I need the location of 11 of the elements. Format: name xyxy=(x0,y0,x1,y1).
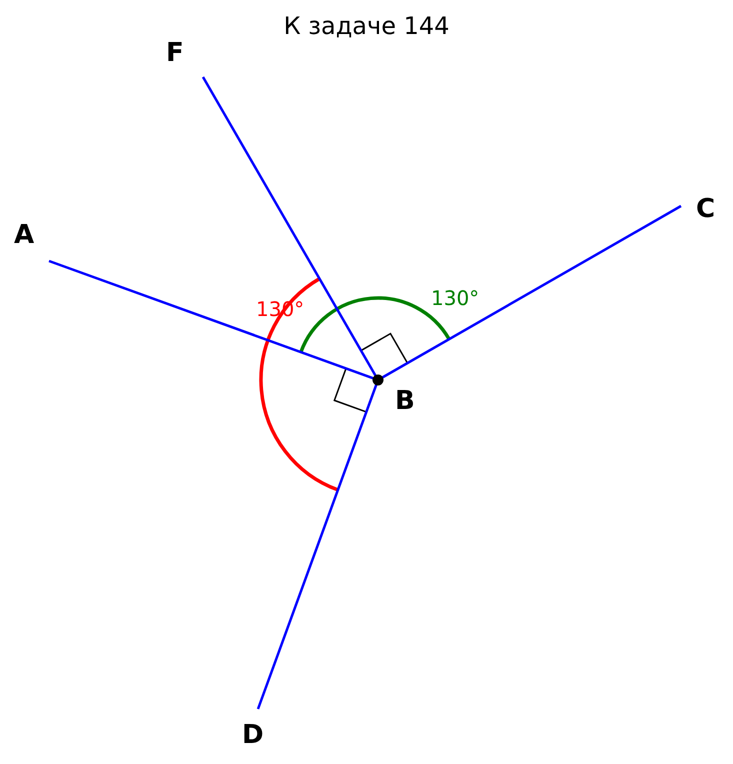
point-label: B xyxy=(395,386,415,416)
title: К задаче 144 xyxy=(282,14,450,38)
point-label: D xyxy=(242,720,264,750)
point-label: F xyxy=(166,38,184,68)
point-label: A xyxy=(14,220,34,250)
angle-label: 130° xyxy=(431,288,480,308)
line-segment xyxy=(48,260,374,380)
line-segment xyxy=(202,76,377,376)
point-label: C xyxy=(696,194,716,224)
line-segment xyxy=(382,204,682,379)
line-segment xyxy=(256,384,378,710)
